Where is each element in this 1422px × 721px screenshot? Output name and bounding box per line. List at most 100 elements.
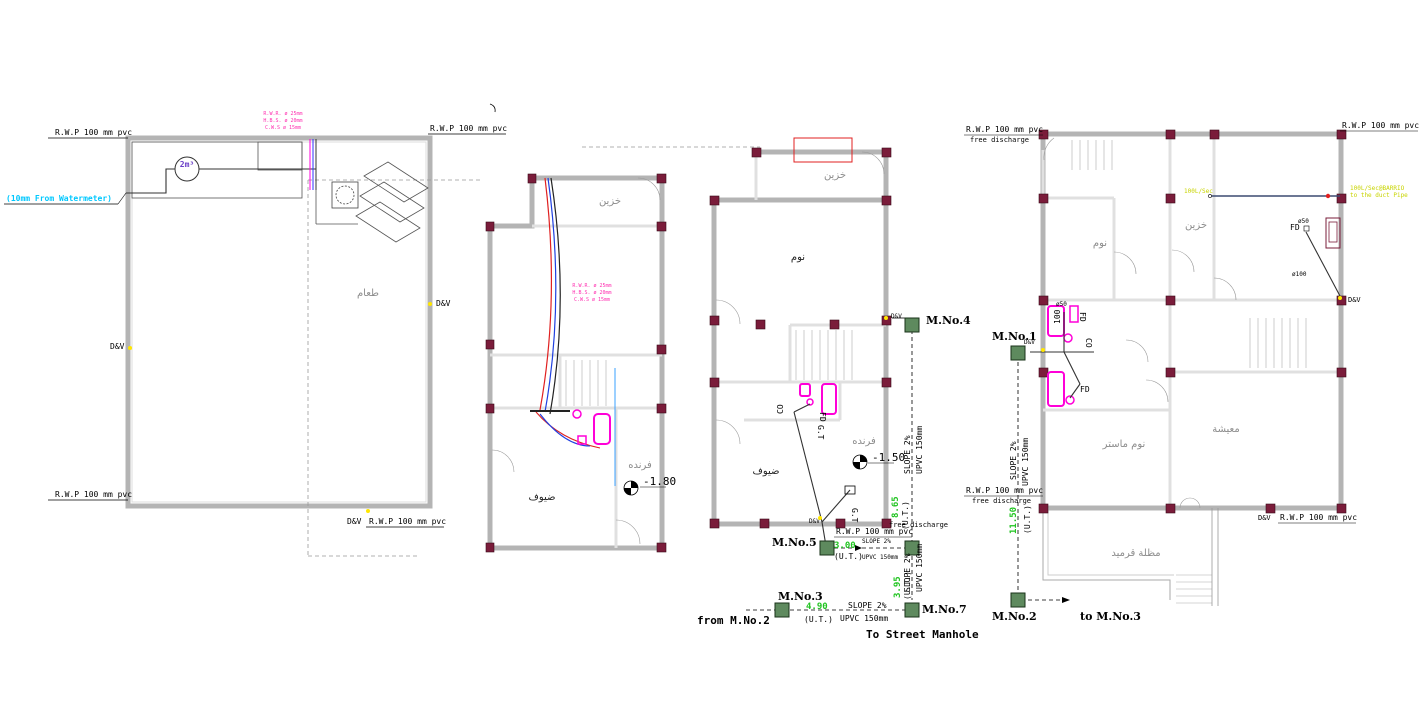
manhole-label: M.No.4 bbox=[926, 314, 971, 327]
ut-label: (U.T.) bbox=[804, 615, 833, 624]
depth-label: 4.90 bbox=[806, 602, 828, 612]
co-label: CO bbox=[776, 404, 785, 414]
depth-label: 3.00 bbox=[834, 541, 856, 551]
diameter-label: ø50 bbox=[1298, 218, 1309, 225]
manhole-label: M.No.3 bbox=[778, 590, 823, 603]
flow-note: 100L/Sec bbox=[1184, 188, 1213, 195]
plan-ground-drainage: CO FD G.T G.T M.No.4 M.No.5 M.No.3 M.No.… bbox=[582, 137, 979, 641]
plan-roof: 2m³ R.W.R. ø 25mm H.B.S. ø 20mm C.W.S ø … bbox=[4, 103, 507, 557]
pipe-size-label: UPVC 150mm bbox=[840, 614, 888, 623]
fd-label: FD bbox=[1080, 385, 1090, 394]
manhole bbox=[1010, 592, 1026, 608]
manhole bbox=[819, 540, 835, 556]
slope-label: SLOPE 2% bbox=[862, 538, 891, 545]
flow-note: 100L/Sec@BARRIO bbox=[1350, 185, 1405, 192]
pipe-note-2: H.B.S. ø 20mm bbox=[572, 290, 611, 296]
room-label: نوم bbox=[1093, 238, 1107, 249]
manhole-label: M.No.7 bbox=[922, 603, 967, 616]
manhole bbox=[904, 317, 920, 333]
manhole bbox=[1010, 345, 1026, 361]
ut-label: (U.T.) bbox=[834, 552, 863, 561]
from-manhole-label: from M.No.2 bbox=[697, 614, 770, 627]
rwp-label: R.W.P 100 mm pvc bbox=[966, 486, 1043, 495]
room-label: نوم ماستر bbox=[1102, 439, 1146, 450]
room-label: فرنده bbox=[628, 460, 652, 471]
fd-label: FD bbox=[818, 412, 827, 422]
depth-label: 8.65 bbox=[891, 496, 901, 518]
pipe-note-1: R.W.R. ø 25mm bbox=[572, 283, 611, 289]
room-label: ضيوف bbox=[528, 492, 555, 503]
fd-label: FD bbox=[1290, 223, 1300, 232]
diameter-label: ø50 bbox=[1056, 301, 1067, 308]
slope-label: SLOPE 2% bbox=[903, 553, 912, 592]
rwp-label: R.W.P 100 mm pvc bbox=[966, 125, 1043, 134]
slope-label: SLOPE 2% bbox=[848, 601, 887, 610]
rwp-label: R.W.P 100 mm pvc bbox=[55, 128, 132, 137]
pipe-size-label: UPVC 150mm bbox=[862, 554, 899, 561]
level-value: -1.80 bbox=[643, 475, 676, 488]
free-discharge-label: free discharge bbox=[970, 136, 1029, 144]
rwp-label: R.W.P 100 mm pvc bbox=[1342, 121, 1419, 130]
tank-label: 2m³ bbox=[180, 160, 194, 169]
room-label: خزين bbox=[824, 170, 846, 181]
depth-label: 11.50 bbox=[1009, 507, 1019, 534]
plan-first-floor: 100L/Sec 100L/Sec@BARRIO to the duct Pip… bbox=[964, 121, 1419, 623]
diameter-label: ø100 bbox=[1292, 271, 1307, 278]
dv-label: D&V bbox=[809, 518, 820, 525]
dv-label: D&V bbox=[110, 342, 125, 351]
room-label: خزين bbox=[1185, 220, 1207, 231]
water-source-note: (10mm From Watermeter) bbox=[6, 194, 112, 203]
flow-note: to the duct Pipe bbox=[1350, 192, 1408, 199]
co-label: CO bbox=[1084, 338, 1093, 348]
ut-label: (U.T.) bbox=[1023, 505, 1032, 534]
room-label: معيشة bbox=[1212, 424, 1239, 435]
number-label: 100 bbox=[1053, 309, 1062, 324]
slope-label: SLOPE 2% bbox=[1009, 441, 1018, 480]
bathtub-fixture bbox=[1047, 371, 1065, 407]
free-discharge-label: free discharge bbox=[972, 497, 1031, 505]
gully-trap bbox=[844, 485, 856, 495]
room-label: فرنده bbox=[852, 436, 876, 447]
manhole-label: M.No.5 bbox=[772, 536, 817, 549]
level-value: -1.50 bbox=[872, 451, 905, 464]
rwp-label: R.W.P 100 mm pvc bbox=[1280, 513, 1357, 522]
room-label: ضيوف bbox=[752, 466, 779, 477]
dv-label: D&V bbox=[436, 299, 451, 308]
manhole bbox=[904, 540, 920, 556]
bathtub-fixture bbox=[821, 383, 837, 415]
pipe-note-1: R.W.R. ø 25mm bbox=[263, 111, 302, 117]
to-street-label: To Street Manhole bbox=[866, 628, 979, 641]
manhole bbox=[904, 602, 920, 618]
to-manhole-label: to M.No.3 bbox=[1080, 610, 1141, 623]
roof-outline bbox=[125, 135, 433, 509]
manhole-label: M.No.2 bbox=[992, 610, 1037, 623]
gt-label: G.T bbox=[816, 425, 825, 440]
manhole bbox=[774, 602, 790, 618]
pipe-size-label: UPVC 150mm bbox=[1021, 438, 1030, 486]
bathtub-fixture bbox=[593, 413, 611, 445]
sink-fixture bbox=[1325, 217, 1341, 249]
pipe-size-label: UPVC 150mm bbox=[915, 544, 924, 592]
pipe-size-label: UPVC 150mm bbox=[915, 426, 924, 474]
highlight-box bbox=[793, 137, 853, 163]
dv-label: D&V bbox=[1024, 339, 1035, 346]
rwp-label: R.W.P 100 mm pvc bbox=[836, 527, 913, 536]
room-label: نوم bbox=[791, 252, 805, 263]
floor-outline bbox=[1040, 131, 1344, 511]
room-label: مظلة قرميد bbox=[1111, 548, 1160, 559]
plan-water-supply: R.W.R. ø 25mm H.B.S. ø 20mm C.W.S ø 15mm… bbox=[485, 173, 676, 553]
solar-panels bbox=[315, 161, 429, 243]
dv-label: D&V bbox=[347, 517, 362, 526]
pipe-note-2: H.B.S. ø 20mm bbox=[263, 118, 302, 124]
depth-label: 3.95 bbox=[893, 576, 903, 598]
room-label: طعام bbox=[357, 288, 379, 299]
rwp-label: R.W.P 100 mm pvc bbox=[430, 124, 507, 133]
free-discharge-label: free discharge bbox=[889, 521, 948, 529]
ut-label: (U.T.) bbox=[901, 501, 910, 530]
dv-label: D&V bbox=[891, 313, 902, 320]
dv-label: D&V bbox=[1258, 514, 1271, 522]
gt-label: G.T bbox=[850, 508, 859, 523]
pipe-note-3: C.W.S ø 15mm bbox=[265, 125, 301, 131]
rwp-label: R.W.P 100 mm pvc bbox=[55, 490, 132, 499]
